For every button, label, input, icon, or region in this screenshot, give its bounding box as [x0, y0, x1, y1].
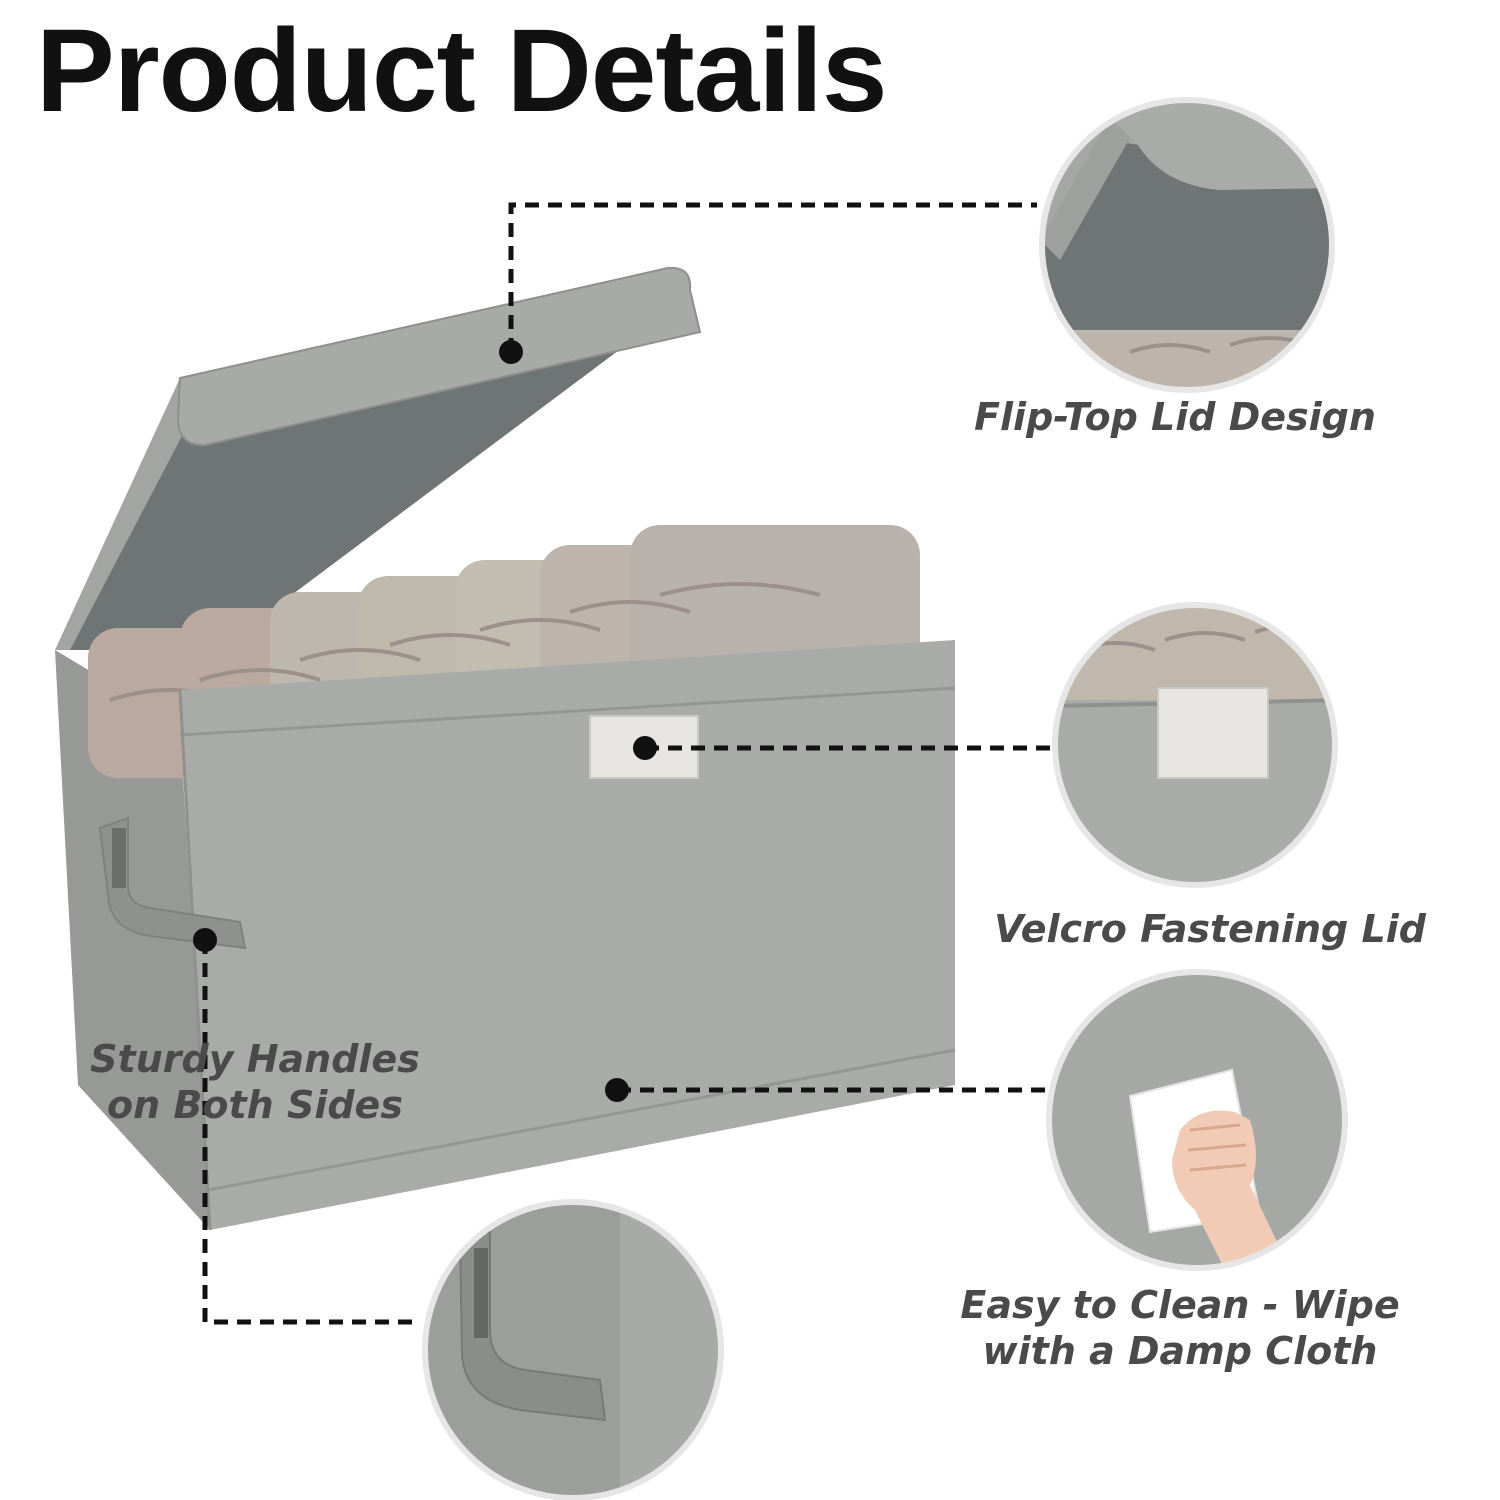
- side-handle: [98, 816, 247, 950]
- box-front-panel: [180, 640, 955, 1230]
- flip-top-lid-closeup-icon: [1039, 97, 1335, 393]
- caption-velcro-fastening: Velcro Fastening Lid: [994, 907, 1426, 951]
- page-title: Product Details: [36, 5, 888, 137]
- box-lid-inner: [70, 290, 670, 650]
- caption-flip-top-lid: Flip-Top Lid Design: [974, 395, 1376, 439]
- caption-sturdy-handles-line2: on Both Sides: [107, 1083, 403, 1128]
- callout-lines: [202, 202, 1070, 1325]
- caption-easy-to-clean-line2: with a Damp Cloth: [982, 1329, 1378, 1374]
- callout-dot-clean: [605, 1078, 629, 1102]
- callout-dot-lid: [499, 340, 523, 364]
- caption-easy-to-clean-line1: Easy to Clean - Wipe: [960, 1283, 1400, 1327]
- callout-dot-velcro: [633, 736, 657, 760]
- velcro-tag-closeup-icon: [1052, 602, 1338, 888]
- storage-box: [55, 266, 956, 1231]
- callout-dots: [193, 340, 657, 1102]
- box-side-panel: [55, 650, 210, 1230]
- callout-line-lid: [508, 202, 1037, 352]
- caption-easy-to-clean: Easy to Clean - Wipe with a Damp Cloth: [955, 1282, 1405, 1375]
- box-lid-front-edge: [176, 266, 702, 447]
- wipe-hand-closeup-icon: [1046, 969, 1348, 1271]
- caption-sturdy-handles: Sturdy Handles on Both Sides: [90, 1036, 420, 1129]
- callout-line-handles: [202, 940, 420, 1325]
- handle-closeup-icon: [422, 1199, 724, 1500]
- callout-dot-handles: [193, 928, 217, 952]
- caption-sturdy-handles-line1: Sturdy Handles: [90, 1037, 420, 1081]
